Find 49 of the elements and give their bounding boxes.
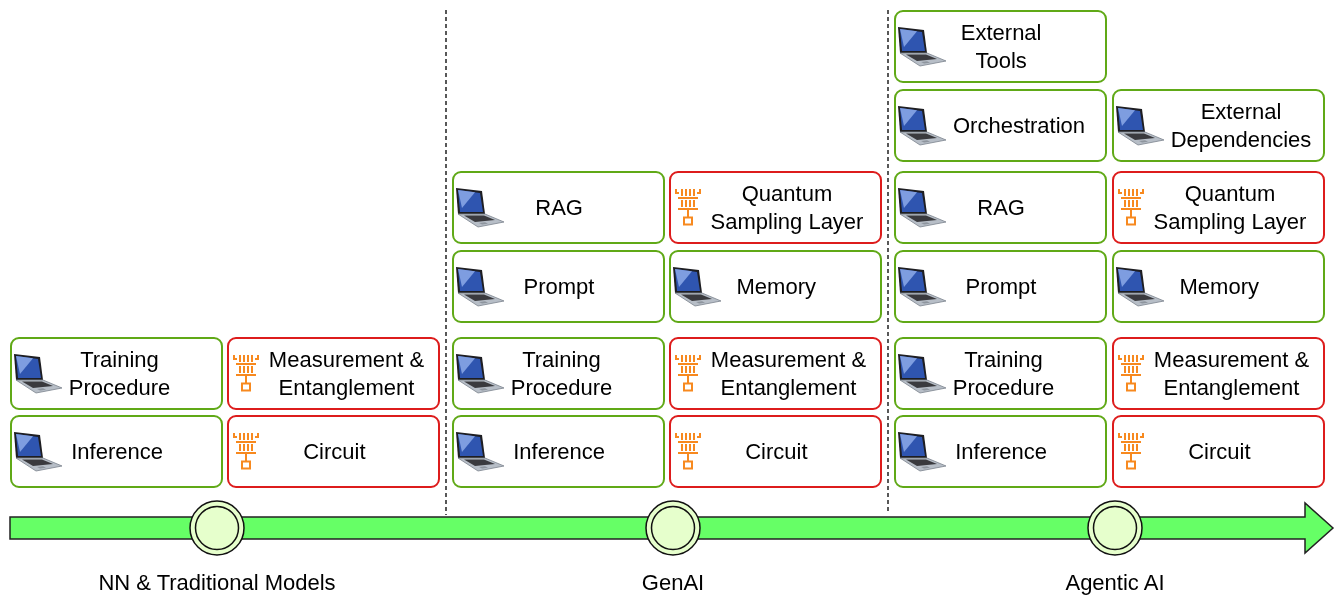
component-label: Training Procedure [952,345,1055,402]
component-box [227,415,440,488]
component-label: Quantum Sampling Layer [1153,179,1307,236]
component-box [894,250,1107,323]
component-box [1112,250,1325,323]
component-label: Prompt [965,272,1038,301]
component-box [894,10,1107,83]
era-label: Agentic AI [1065,570,1165,596]
component-label: Measurement & Entanglement [1153,345,1310,402]
component-label: RAG [534,193,584,222]
component-box [10,337,223,410]
component-label: Inference [954,437,1048,466]
component-box [227,337,440,410]
component-box [669,250,882,323]
component-box [452,250,665,323]
component-label: Quantum Sampling Layer [710,179,864,236]
component-label: Measurement & Entanglement [710,345,867,402]
era-label: GenAI [641,570,705,596]
component-box [1112,415,1325,488]
component-box [894,89,1107,162]
component-label: Circuit [1187,437,1252,466]
component-label: External Tools [960,18,1043,75]
component-label: RAG [976,193,1026,222]
component-box [452,415,665,488]
component-label: Inference [70,437,164,466]
component-box [452,171,665,244]
component-box [1112,337,1325,410]
component-box [894,337,1107,410]
component-box [1112,171,1325,244]
era-label: NN & Traditional Models [98,570,336,596]
component-label: Inference [512,437,606,466]
component-label: External Dependencies [1170,97,1312,154]
component-label: Measurement & Entanglement [268,345,425,402]
component-label: Circuit [744,437,809,466]
component-label: Training Procedure [510,345,613,402]
component-box [669,171,882,244]
component-label: Orchestration [952,111,1086,140]
component-box [894,171,1107,244]
component-label: Memory [1178,272,1260,301]
component-box [669,415,882,488]
component-box [1112,89,1325,162]
component-box [10,415,223,488]
component-box [669,337,882,410]
component-label: Memory [735,272,817,301]
component-label: Training Procedure [68,345,171,402]
component-box [894,415,1107,488]
component-label: Circuit [302,437,367,466]
component-label: Prompt [523,272,596,301]
component-box [452,337,665,410]
